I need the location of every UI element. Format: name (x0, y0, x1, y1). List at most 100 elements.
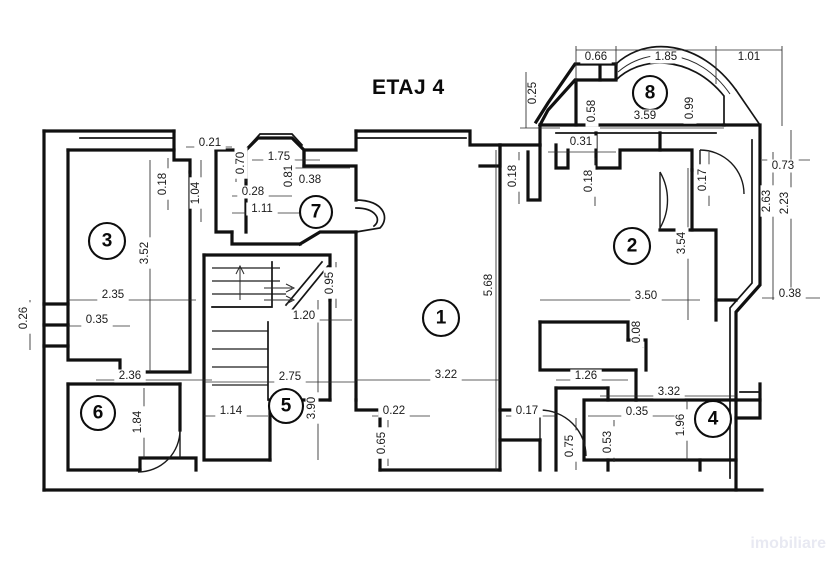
dimension-value: 0.38 (299, 174, 321, 186)
dimension-value: 0.28 (242, 186, 264, 198)
room-label-6: 6 (93, 403, 104, 424)
room-label-2: 2 (627, 236, 638, 257)
room-marker-1[interactable]: 1 (421, 298, 461, 338)
door-swing-room4 (539, 409, 587, 457)
dimension-text-backdrop (563, 430, 577, 462)
dimension-annotation: 0.81 (282, 160, 296, 192)
dimension-value: 2.75 (279, 371, 301, 383)
dimension-text-backdrop (131, 406, 145, 438)
dimension-annotation: 0.38 (774, 287, 806, 301)
room-marker-2[interactable]: 2 (612, 226, 652, 266)
room7-bottom-chamfer (297, 230, 358, 247)
dimline-025 (520, 72, 560, 129)
dimension-annotation: 1.01 (733, 50, 765, 64)
wall-right-outer (722, 123, 762, 492)
dimension-value: 1.11 (251, 203, 273, 215)
dimension-text-backdrop (565, 135, 597, 149)
room-label-1: 1 (436, 308, 447, 329)
dimension-text-backdrop (189, 177, 203, 209)
room2-lower-partition (538, 320, 638, 372)
dimension-annotation: 0.17 (696, 164, 710, 196)
dimension-annotation: 3.59 (629, 109, 661, 123)
dimension-annotation: 0.25 (526, 77, 540, 109)
room-marker-5[interactable]: 5 (267, 387, 305, 425)
room-label-8: 8 (645, 83, 656, 104)
dimension-annotation: 0.38 (294, 173, 326, 187)
room-marker-3[interactable]: 3 (87, 221, 127, 261)
stair-outer-top (202, 253, 332, 302)
dimension-text-backdrop (194, 136, 226, 150)
dimension-text-backdrop (629, 109, 661, 123)
stair-landing-edge (211, 261, 273, 308)
dimension-value: 0.08 (631, 321, 643, 343)
dimension-text-backdrop (97, 288, 129, 302)
dimension-annotation: 1.85 (650, 50, 682, 64)
dimension-value: 1.75 (268, 151, 290, 163)
dimension-text-backdrop (621, 405, 653, 419)
dimension-value: 0.26 (18, 307, 30, 329)
dimension-value: 0.17 (697, 169, 709, 191)
exterior-walls (42, 123, 764, 492)
dimension-text-backdrop (674, 409, 688, 441)
room-marker-4[interactable]: 4 (693, 399, 733, 439)
room-marker-7[interactable]: 7 (298, 194, 334, 230)
room4-inner-closet (582, 386, 610, 472)
dimension-text-backdrop (650, 50, 682, 64)
dimension-annotation: 0.66 (580, 50, 612, 64)
dimension-text-backdrop (114, 369, 146, 383)
dimension-text-backdrop (282, 160, 296, 192)
stair-arrow-h2-head (285, 295, 296, 305)
dimension-value: 0.35 (86, 314, 108, 326)
dimension-annotation: 2.36 (114, 369, 146, 383)
dimension-annotation: 1.14 (215, 404, 247, 418)
dimension-text-backdrop (511, 404, 543, 418)
wall-top-center (354, 129, 542, 147)
dimension-text-backdrop (630, 289, 662, 303)
door-swing-room6 (137, 429, 181, 473)
room-circle-3 (87, 221, 127, 261)
room1-pilaster (526, 143, 542, 202)
room2-lower-wall-a (538, 320, 630, 342)
room3-bottom-wall (66, 323, 122, 374)
dimension-value: 1.20 (293, 310, 315, 322)
dimension-value: 1.85 (655, 51, 677, 63)
dimension-annotation: 5.68 (482, 269, 496, 301)
room-marker-8[interactable]: 8 (631, 74, 669, 112)
wall-right-inner (729, 139, 753, 479)
dimension-text-backdrop (760, 185, 774, 217)
dimension-value: 0.95 (324, 272, 336, 294)
dimension-text-backdrop (778, 187, 792, 219)
dimension-value: 0.66 (585, 51, 607, 63)
dimension-text-backdrop (294, 173, 326, 187)
dimension-text-backdrop (246, 202, 278, 216)
dimension-text-backdrop (375, 427, 389, 459)
dimension-text-backdrop (288, 309, 320, 323)
dimension-value: 0.17 (516, 405, 538, 417)
dimension-annotation: 3.32 (653, 385, 685, 399)
dimension-text-backdrop (653, 385, 685, 399)
dimension-text-backdrop (582, 165, 596, 197)
dimension-annotation: 3.52 (138, 237, 152, 269)
dimension-value: 0.18 (157, 173, 169, 195)
room-marker-6[interactable]: 6 (79, 394, 117, 432)
room7-balcony-arc (355, 199, 386, 233)
dimension-value: 0.31 (570, 136, 592, 148)
room1-top-jog (478, 143, 502, 168)
stair-up-arrow-head (235, 264, 245, 275)
dimension-annotation: 0.18 (156, 168, 170, 200)
dimension-annotation: 0.73 (767, 159, 799, 173)
dimension-annotation: 0.18 (506, 160, 520, 192)
dimension-value: 0.38 (779, 288, 801, 300)
dimension-text-backdrop (237, 185, 269, 199)
dimension-value: 0.25 (527, 82, 539, 104)
dimension-annotation: 3.50 (630, 289, 662, 303)
dimension-value: 0.58 (586, 100, 598, 122)
dimension-annotation: 0.17 (511, 404, 543, 418)
dimension-value: 0.21 (199, 137, 221, 149)
dimension-text-backdrop (580, 50, 612, 64)
room-circle-1 (421, 298, 461, 338)
door-swing-entry (699, 149, 745, 195)
dimension-annotation: 0.65 (375, 427, 389, 459)
